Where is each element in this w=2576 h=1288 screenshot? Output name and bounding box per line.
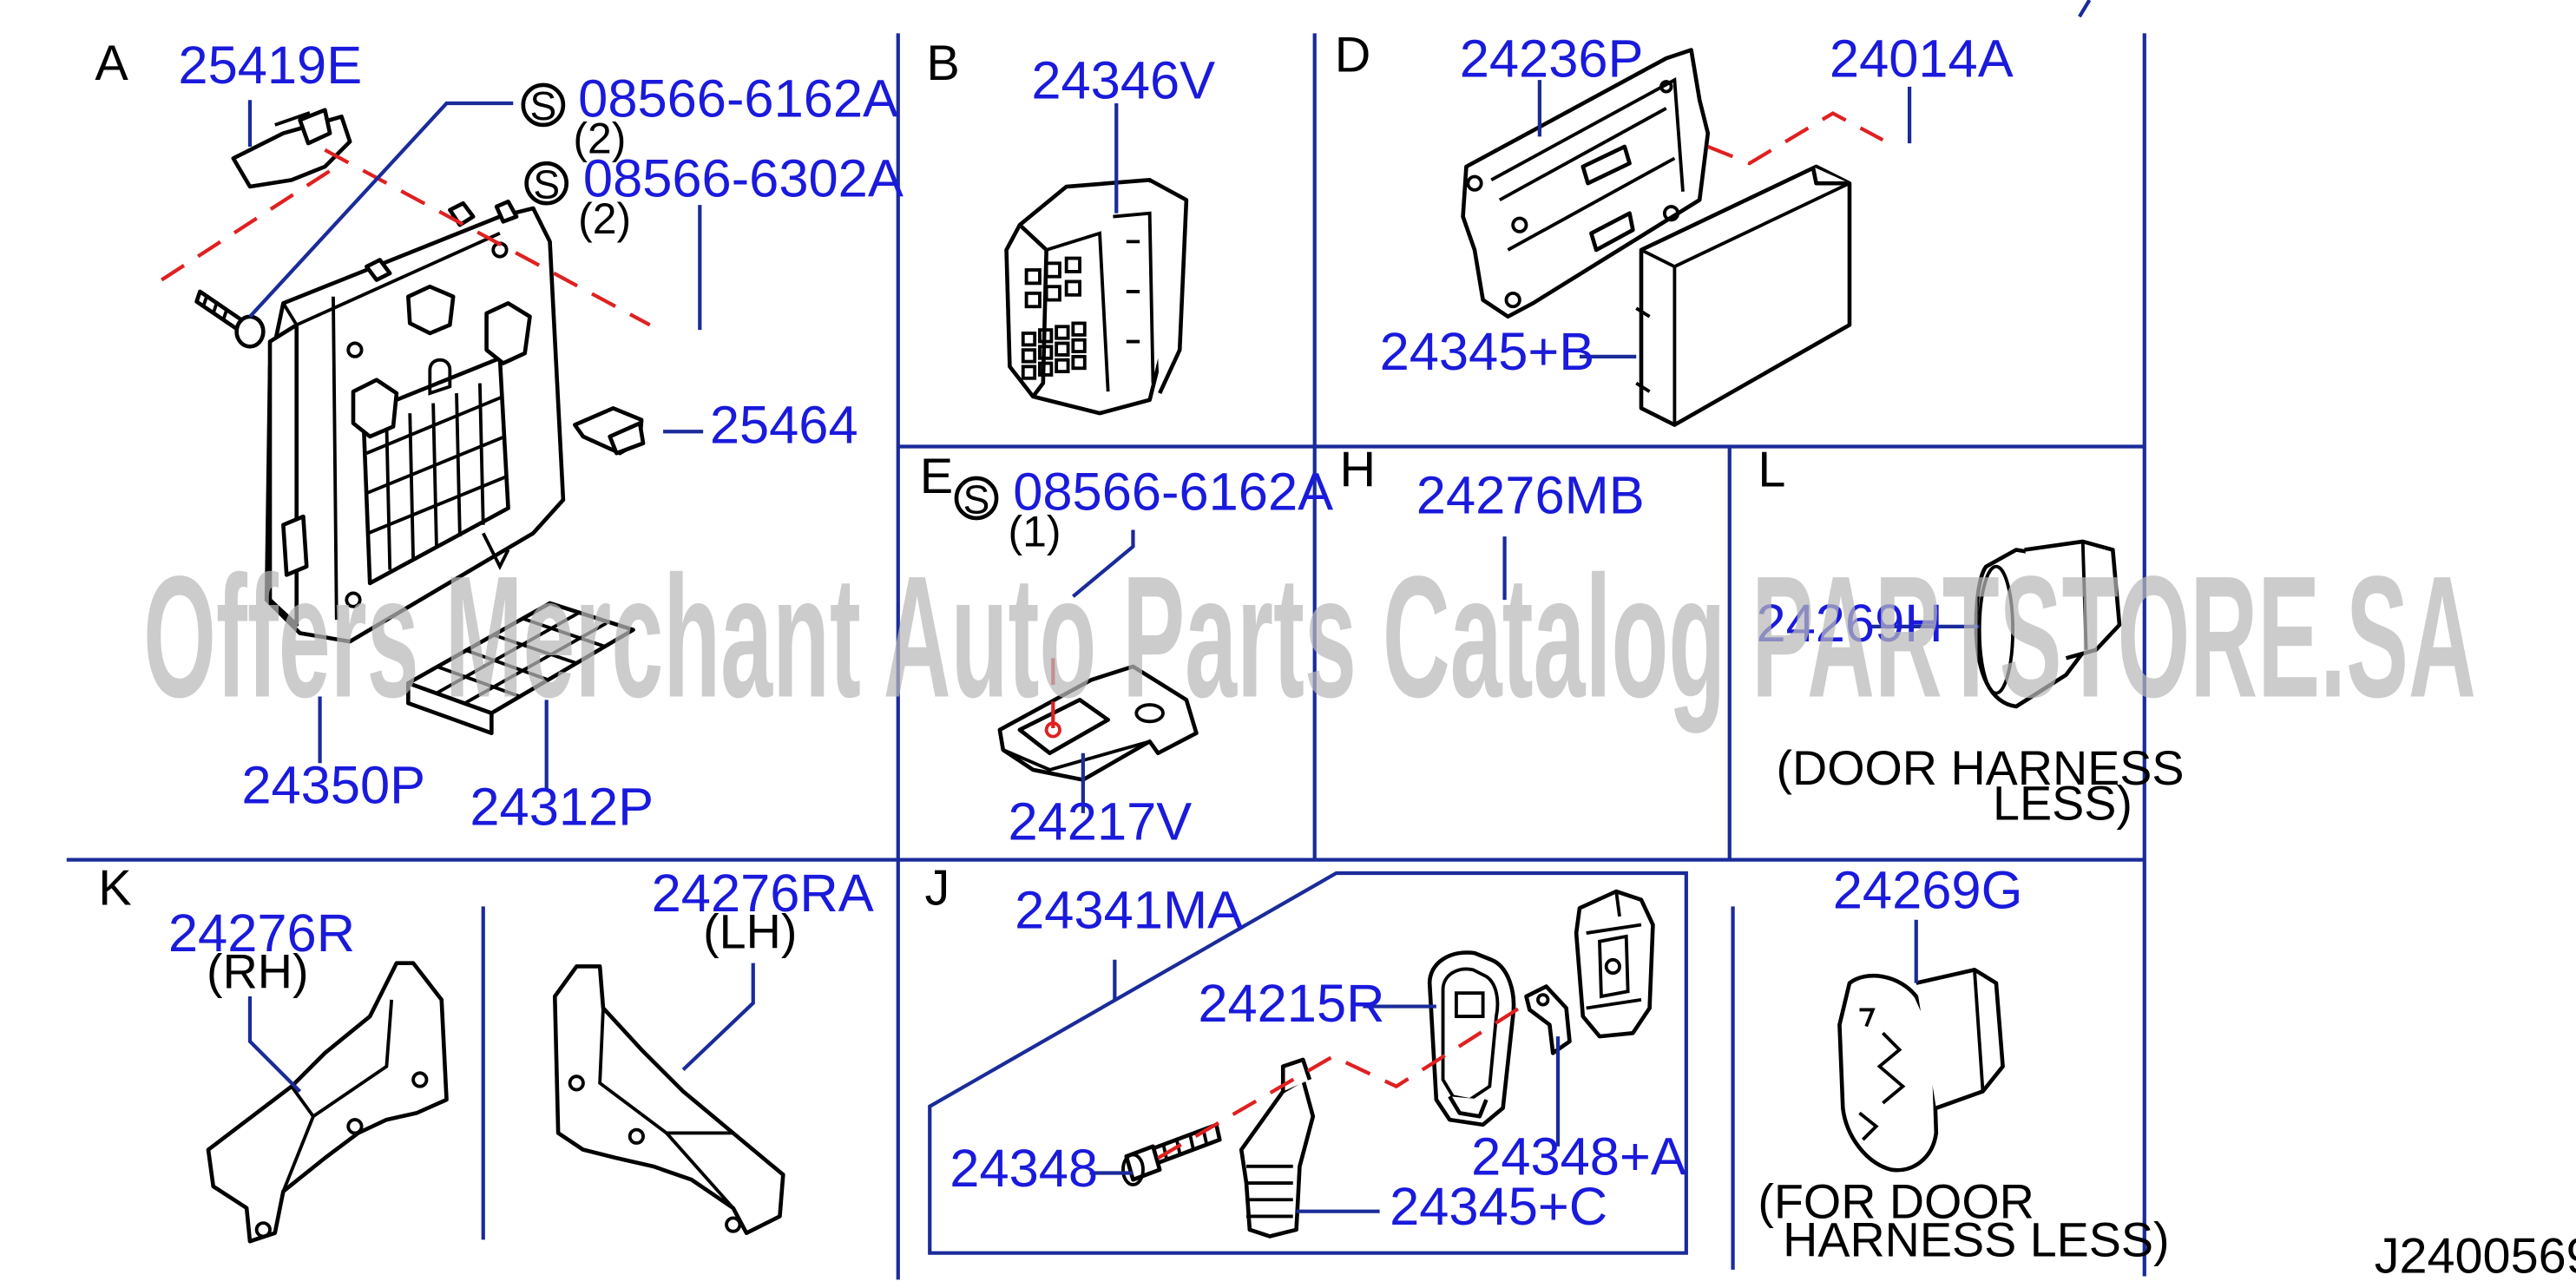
standard-part-symbol: S [963, 476, 990, 522]
section-a: 25419E S 08566-6162A (2) S 08566-6302A (… [161, 36, 904, 837]
bracket-24236p-drawing [1461, 48, 1711, 319]
connector-24346v-drawing [1004, 178, 1189, 416]
grommet-24269g-drawing [1837, 968, 2005, 1173]
watermark: Offers Merchant Auto Parts Catalog PARTS… [143, 540, 2476, 733]
section-label-l: L [1758, 443, 1785, 498]
standard-part-circle [524, 161, 569, 206]
section-grommet-24269g: 24269G (FOR DOOR HARNESS LESS) [1758, 860, 2169, 1266]
section-label-b: B [926, 36, 959, 91]
clip-25419e-drawing [231, 108, 352, 189]
control-unit-24345b-drawing [1635, 164, 1852, 427]
cover-24312p-drawing [406, 601, 635, 736]
bolt-24348-drawing [1121, 1122, 1222, 1186]
standard-part-symbol: S [529, 83, 556, 128]
part-number-08566-6162a[interactable]: 08566-6162A [578, 69, 898, 128]
standard-part-circle [521, 82, 566, 128]
note-for-door-harness-less-line1: (FOR DOOR [1758, 1174, 2034, 1228]
note-rh: (RH) [207, 944, 308, 998]
grommet-24269h-drawing [1974, 539, 2122, 709]
section-h: 24276MB [1416, 465, 1645, 601]
bracket-24276r-drawing [206, 961, 449, 1244]
part-number-24276mb[interactable]: 24276MB [1416, 465, 1645, 525]
quantity-08566-6162a-e: (1) [1008, 508, 1061, 556]
diagram-id: J2400569 [2375, 1229, 2576, 1285]
assembly-outline [928, 871, 1688, 1255]
part-number-24217v[interactable]: 24217V [1008, 792, 1192, 852]
part-number-24014a[interactable]: 24014A [1830, 29, 2014, 89]
note-lh: (LH) [703, 904, 797, 958]
part-number-24236p[interactable]: 24236P [1460, 29, 1644, 89]
part-number-24346v[interactable]: 24346V [1031, 50, 1215, 110]
note-door-harness-less-line1: (DOOR HARNESS [1776, 741, 2184, 795]
fuse-block-drawing [264, 199, 566, 644]
bracket-24276ra-drawing [552, 964, 785, 1235]
part-number-25464[interactable]: 25464 [710, 396, 858, 456]
fuse-25464-drawing [573, 406, 646, 456]
part-number-25419e[interactable]: 25419E [178, 36, 362, 95]
part-number-24348[interactable]: 24348 [950, 1139, 1098, 1199]
part-number-24269h[interactable]: 24269H [1756, 594, 1942, 654]
bracket-24217v-drawing [997, 664, 1199, 782]
section-b: 24346V [1004, 50, 1215, 416]
section-label-e: E [920, 449, 953, 504]
part-number-24350p[interactable]: 24350P [241, 755, 425, 815]
standard-part-symbol: S [533, 161, 560, 207]
quantity-08566-6162a: (2) [573, 115, 626, 163]
panel-dividers [66, 0, 2146, 1280]
part-number-24276ra[interactable]: 24276RA [652, 864, 874, 923]
part-number-24215r[interactable]: 24215R [1198, 974, 1384, 1034]
standard-part-circle [954, 476, 999, 521]
part-number-24269g[interactable]: 24269G [1833, 860, 2023, 920]
section-label-d: D [1335, 28, 1371, 83]
note-door-harness-less-line2: LESS) [1993, 777, 2132, 831]
section-e: S 08566-6162A (1) 24217V [954, 462, 1333, 852]
note-for-door-harness-less-line2: HARNESS LESS) [1783, 1213, 2169, 1267]
part-number-24312p[interactable]: 24312P [470, 777, 654, 837]
section-d: 24236P 24014A 24345+B [1380, 29, 2014, 427]
section-label-j: J [924, 860, 950, 916]
part-number-08566-6162a-e[interactable]: 08566-6162A [1013, 462, 1333, 522]
section-l: 24269H (DOOR HARNESS LESS) [1756, 539, 2185, 831]
section-j: 24341MA 24215R 24348 24348+A 24345+C [928, 871, 1688, 1255]
part-number-08566-6302a[interactable]: 08566-6302A [583, 149, 904, 209]
clip-24348a-drawing [1524, 984, 1572, 1055]
part-number-24348a[interactable]: 24348+A [1471, 1127, 1686, 1186]
part-number-24276r[interactable]: 24276R [168, 904, 355, 963]
part-number-24341ma[interactable]: 24341MA [1015, 880, 1243, 940]
section-label-a: A [95, 36, 128, 91]
part-number-24345b[interactable]: 24345+B [1380, 322, 1595, 382]
section-label-k: K [98, 860, 131, 916]
section-k: 24276R (RH) 24276RA (LH) [168, 864, 874, 1244]
screw-drawing [194, 289, 266, 349]
quantity-08566-6302a: (2) [578, 194, 631, 243]
part-number-24345c[interactable]: 24345+C [1390, 1177, 1607, 1237]
connector-24341ma-drawing [1574, 889, 1655, 1039]
section-label-h: H [1340, 443, 1377, 498]
